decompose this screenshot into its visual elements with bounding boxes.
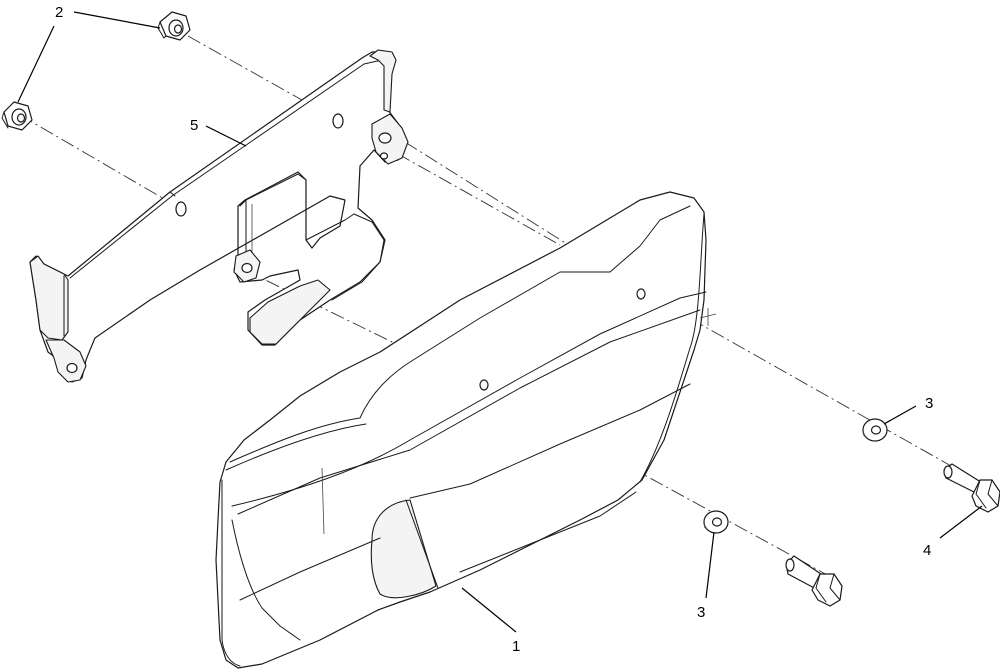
washer-upper [862,418,888,442]
washer-lower [703,510,729,534]
hex-bolt-lower [785,555,843,607]
belt-cover [215,191,717,669]
flange-nut-lower [1,101,33,131]
mounting-bracket [29,49,409,383]
callout-labels: 2 5 3 4 3 1 [55,4,933,655]
leader-lines [17,11,983,633]
flange-nut-upper [157,11,191,41]
callout-3-lower: 3 [697,604,705,621]
callout-5: 5 [190,117,198,134]
callout-1: 1 [512,638,520,655]
callout-3-upper: 3 [925,395,933,412]
callout-4: 4 [923,542,931,559]
callout-2: 2 [55,4,63,21]
hex-bolt-upper [943,463,1000,513]
